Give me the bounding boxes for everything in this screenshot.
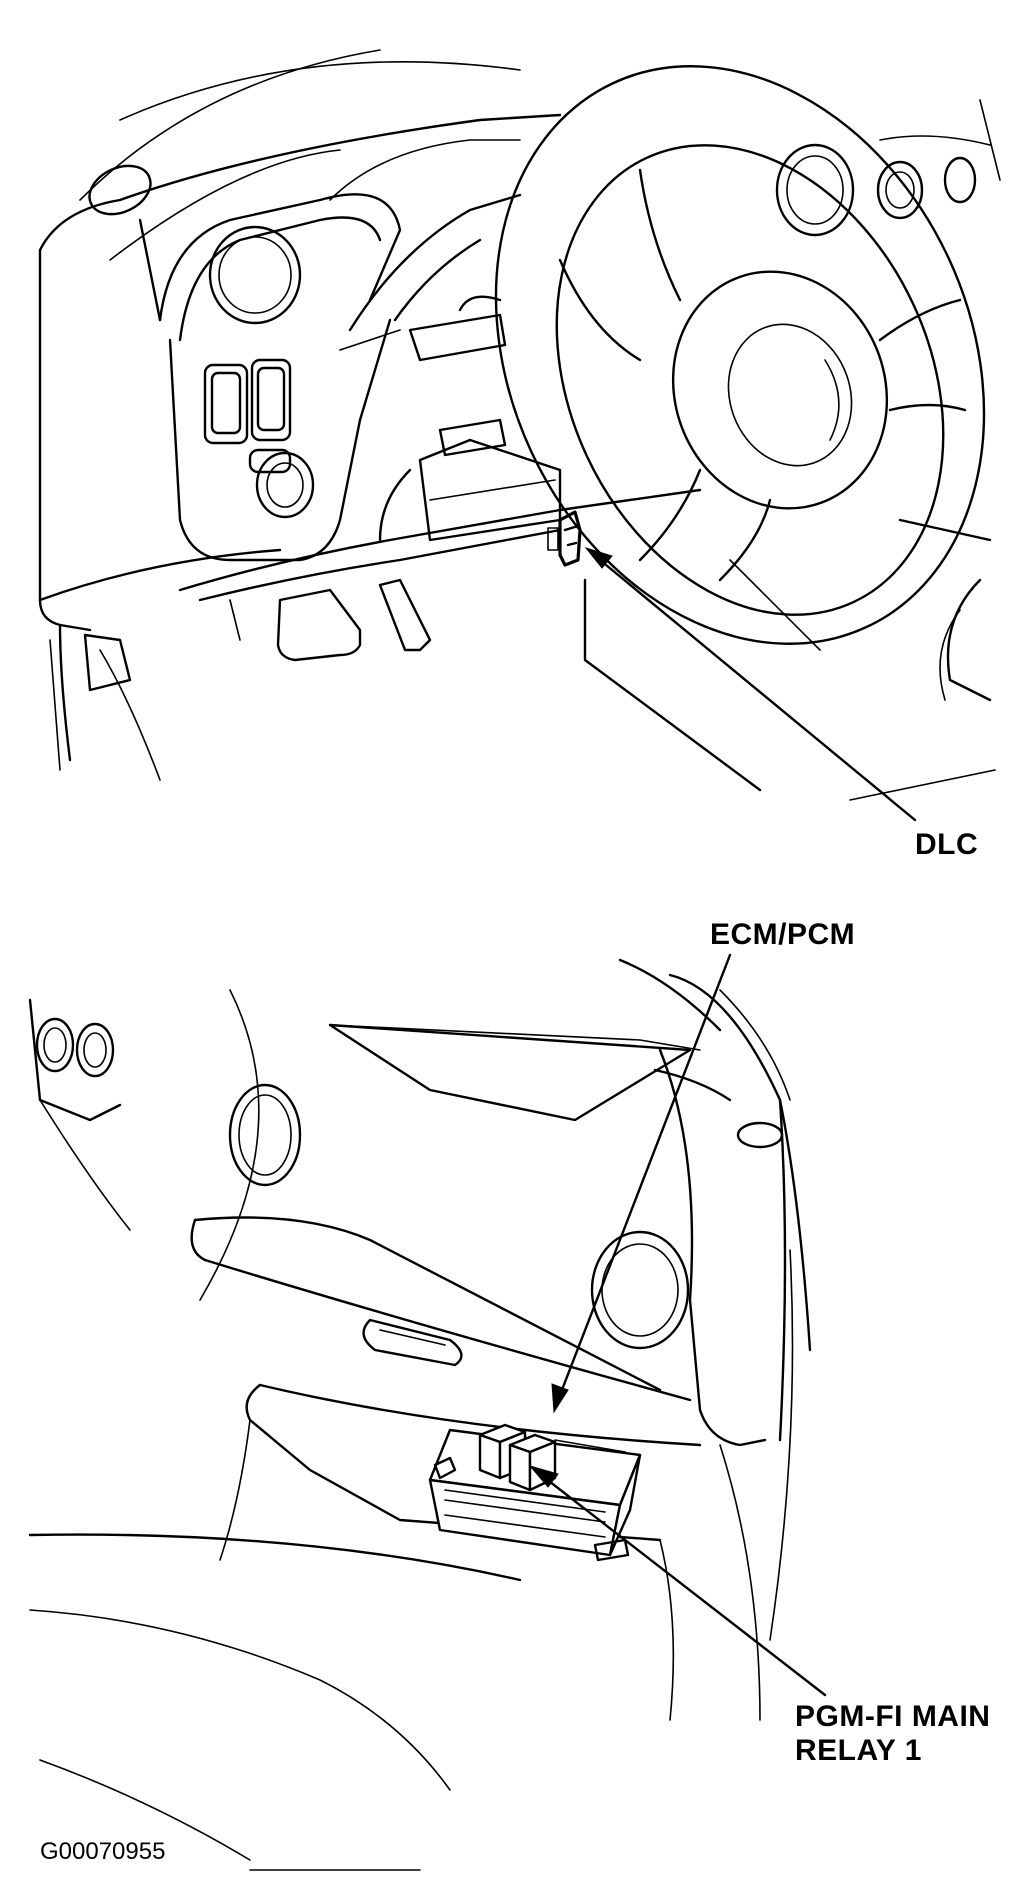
passenger-dashboard-illustration bbox=[28, 958, 812, 1871]
main-relay-leader-line bbox=[528, 1465, 827, 1697]
main-relay-callout-label-line1: PGM-FI MAIN bbox=[795, 1700, 991, 1733]
main-relay-callout-label-line2: RELAY 1 bbox=[795, 1734, 922, 1767]
dlc-leader-line bbox=[584, 547, 917, 822]
driver-dashboard-illustration bbox=[38, 49, 1001, 801]
ecm-pcm-leader-line bbox=[551, 953, 732, 1414]
ecm-pcm-callout-label: ECM/PCM bbox=[710, 918, 856, 951]
figure-id: G00070955 bbox=[40, 1838, 166, 1865]
dlc-callout-label: DLC bbox=[915, 828, 979, 861]
